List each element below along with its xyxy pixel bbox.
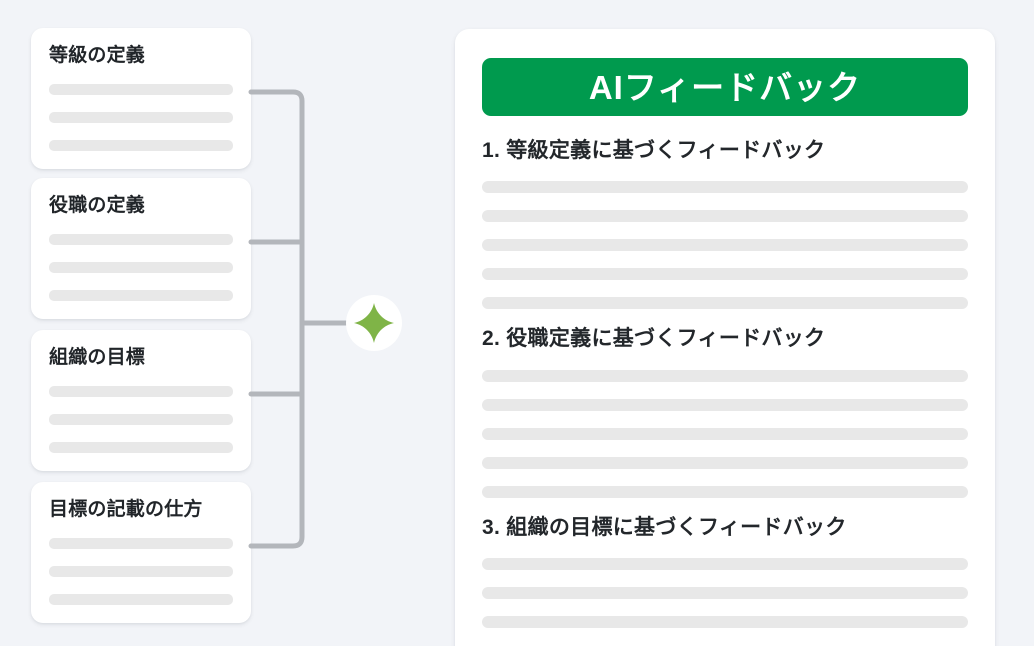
placeholder-line (49, 261, 233, 273)
placeholder-line (49, 385, 233, 397)
placeholder-line (482, 268, 968, 281)
placeholder-line (482, 297, 968, 310)
feedback-section-2: 2. 役職定義に基づくフィードバック (482, 326, 968, 498)
placeholder-line-group (482, 369, 968, 498)
source-card-title: 等級の定義 (49, 45, 146, 66)
source-card-title: 役職の定義 (49, 195, 146, 216)
source-card-list: 等級の定義 役職の定義 組織の目標 目標の記載の仕方 (31, 0, 251, 646)
ai-feedback-banner: AIフィードバック (482, 58, 968, 116)
placeholder-line (482, 615, 968, 628)
feedback-section-title: 1. 等級定義に基づくフィードバック (482, 139, 826, 162)
feedback-section-title: 3. 組織の目標に基づくフィードバック (482, 515, 847, 539)
placeholder-line (49, 289, 233, 301)
source-card-goal-writing-method[interactable]: 目標の記載の仕方 (31, 482, 251, 623)
placeholder-line-group (482, 181, 968, 310)
placeholder-line (49, 139, 233, 151)
placeholder-line (49, 111, 233, 123)
placeholder-line (482, 369, 968, 382)
ai-hub-node[interactable] (346, 295, 402, 351)
placeholder-line-group (482, 557, 968, 628)
ai-feedback-panel: AIフィードバック 1. 等級定義に基づくフィードバック 2. 役職定義に基づく… (455, 29, 995, 646)
placeholder-line-group (49, 83, 233, 151)
placeholder-line (482, 210, 968, 223)
placeholder-line (482, 456, 968, 469)
source-card-organization-goal[interactable]: 組織の目標 (31, 330, 251, 471)
source-card-title: 組織の目標 (49, 347, 146, 368)
source-card-position-definition[interactable]: 役職の定義 (31, 178, 251, 319)
source-card-title: 目標の記載の仕方 (49, 499, 203, 520)
placeholder-line-group (49, 385, 233, 453)
placeholder-line (49, 441, 233, 453)
placeholder-line (49, 413, 233, 425)
placeholder-line (482, 239, 968, 252)
placeholder-line (49, 83, 233, 95)
placeholder-line-group (49, 537, 233, 605)
sparkle-icon (353, 302, 395, 344)
placeholder-line (49, 565, 233, 577)
ai-feedback-banner-title: AIフィードバック (588, 68, 862, 106)
placeholder-line (482, 485, 968, 498)
placeholder-line-group (49, 233, 233, 301)
placeholder-line (482, 398, 968, 411)
placeholder-line (49, 537, 233, 549)
placeholder-line (482, 586, 968, 599)
feedback-section-title: 2. 役職定義に基づくフィードバック (482, 327, 826, 351)
placeholder-line (482, 181, 968, 194)
placeholder-line (49, 593, 233, 605)
placeholder-line (482, 427, 968, 440)
feedback-section-1: 1. 等級定義に基づくフィードバック (482, 138, 968, 310)
source-card-grade-definition[interactable]: 等級の定義 (31, 28, 251, 169)
placeholder-line (482, 557, 968, 570)
placeholder-line (49, 233, 233, 245)
feedback-section-3: 3. 組織の目標に基づくフィードバック (482, 515, 968, 628)
